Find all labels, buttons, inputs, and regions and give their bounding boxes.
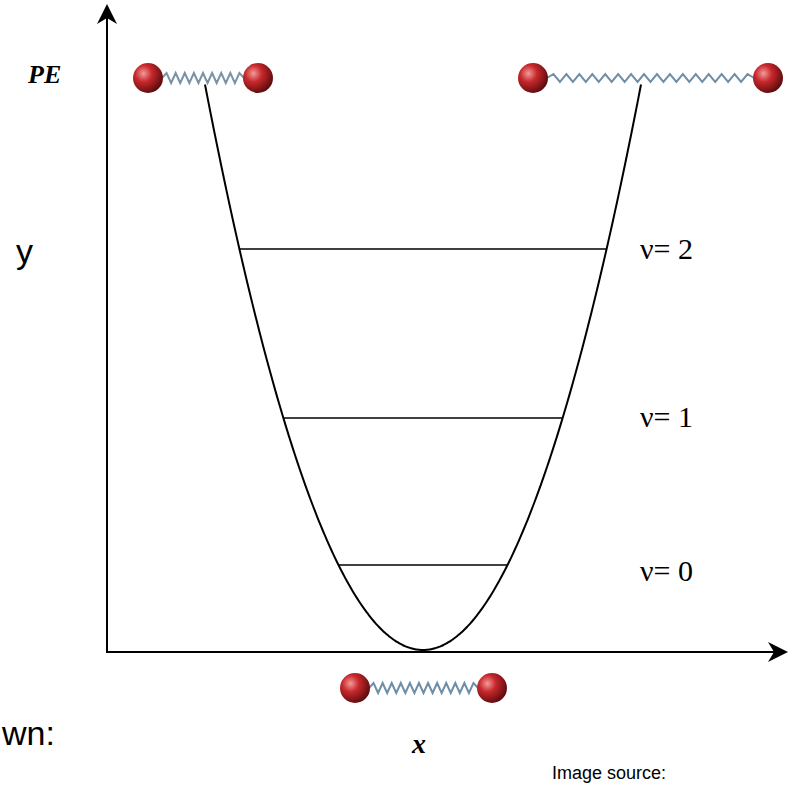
- level-label: ν= 2: [640, 234, 693, 264]
- y-axis: [106, 6, 108, 652]
- atom: [340, 673, 370, 703]
- level-label: ν= 0: [640, 556, 693, 586]
- spring: [162, 73, 244, 83]
- atom: [753, 63, 783, 93]
- atom: [518, 63, 548, 93]
- energy-levels: [239, 249, 606, 565]
- molecules: [133, 63, 783, 703]
- atom: [133, 63, 163, 93]
- potential-curve: [205, 85, 641, 650]
- x-axis: [106, 651, 786, 653]
- axis-label: x: [412, 730, 426, 758]
- diatomic-molecule: [340, 673, 507, 703]
- level-label: ν= 1: [640, 402, 693, 432]
- image-credit: Image source:: [552, 764, 666, 782]
- parabola: [205, 85, 641, 650]
- energy-level-line: [338, 564, 507, 566]
- axis-label: PE: [28, 62, 61, 88]
- diatomic-molecule: [518, 63, 783, 93]
- slide-text: y: [16, 234, 33, 268]
- atom: [477, 673, 507, 703]
- spring: [547, 74, 754, 82]
- diatomic-molecule: [133, 63, 273, 93]
- energy-level-line: [239, 248, 606, 250]
- energy-level-line: [283, 417, 562, 419]
- spring: [369, 683, 478, 693]
- slide-text: wn:: [2, 716, 55, 750]
- atom: [243, 63, 273, 93]
